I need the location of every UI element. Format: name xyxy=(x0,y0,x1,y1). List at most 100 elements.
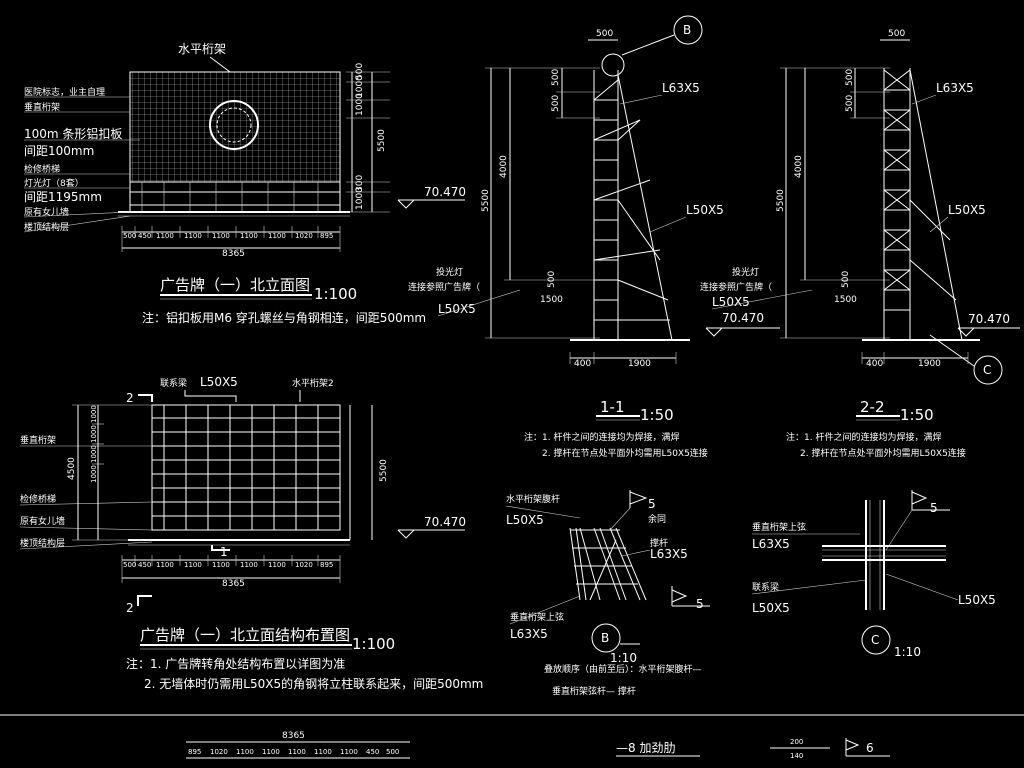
elevation-level: 70.470 xyxy=(424,185,466,199)
s1-callout-label: B xyxy=(683,23,691,37)
plan-label-ladder: 检修桥梯 xyxy=(20,493,56,505)
db-members xyxy=(569,527,647,601)
db-label-3: 余同 xyxy=(648,513,666,525)
pbdim-0: 500 xyxy=(123,561,136,569)
sdim-2: 1100 xyxy=(236,748,254,756)
bdim-0: 500 xyxy=(123,232,136,240)
s1-scale: 1:50 xyxy=(640,406,674,424)
s2-dims: 500 500 4000 5500 500 1500 xyxy=(776,69,857,305)
sdim-0: 895 xyxy=(188,748,201,756)
dim-500: 500 xyxy=(355,63,365,80)
strip-dim-140: 140 xyxy=(790,752,803,760)
db-label-1: L50X5 xyxy=(506,513,544,527)
bdim-6: 1100 xyxy=(268,232,286,240)
sdim-8: 500 xyxy=(386,748,399,756)
elevation-note: 注：铝扣板用M6 穿孔螺丝与角钢相连，间距500mm xyxy=(142,310,426,325)
db-label-6: 垂直桁架上弦 xyxy=(510,611,564,623)
bdim-5: 1100 xyxy=(240,232,258,240)
plan-grid xyxy=(152,405,340,530)
s2-dim-1: 500 xyxy=(845,95,855,112)
s1-dim-3: 5500 xyxy=(481,189,491,212)
plan-right-dim: 5500 xyxy=(379,459,389,482)
structure-layout-drawing: 联系梁 L50X5 水平桁架2 2 1 2 垂直桁架 检修桥梯 原有女儿 xyxy=(19,375,483,691)
s2-bdim-1: 1900 xyxy=(918,359,941,369)
elevation-title: 广告牌（一）北立面图 xyxy=(160,276,310,294)
aluminium-panel xyxy=(129,71,341,183)
sdim-1: 1020 xyxy=(210,748,228,756)
plan-note-1: 注：1. 广告牌转角处结构布置以详图为准 xyxy=(126,656,345,671)
plan-ldim-1: 1000 xyxy=(90,425,98,443)
sdim-7: 450 xyxy=(366,748,379,756)
dc-label-0: 垂直桁架上弦 xyxy=(752,521,806,533)
section-2-2-drawing: 500 500 500 4000 5500 500 1500 xyxy=(700,29,1020,459)
strip-total: 8365 xyxy=(282,731,305,741)
section-mark-2-top: 2 xyxy=(126,391,134,405)
north-elevation-drawing: 水平桁架 医院标志，业主自理 垂直桁架 100m 条形铝扣板 间距100mm 检… xyxy=(23,42,466,325)
s2-label-connect: 连接参照广告牌（ xyxy=(700,281,772,293)
db-label-0: 水平桁架腹杆 xyxy=(506,493,560,505)
db-scale: 1:10 xyxy=(610,651,637,665)
elevation-bottom-dims: 500 450 1100 1100 1100 1100 1100 1020 89… xyxy=(123,232,333,240)
bdim-2: 1100 xyxy=(156,232,174,240)
s2-label-base: L50X5 xyxy=(712,295,750,309)
s2-callout-label: C xyxy=(983,363,991,377)
elevation-right-dims: 500 1000 1000 5500 300 1000 xyxy=(355,63,387,210)
s1-dim-4: 500 xyxy=(547,271,557,288)
dc-members xyxy=(822,500,946,610)
strip-dims: 895 1020 1100 1100 1100 1100 1100 450 50… xyxy=(188,748,399,756)
s2-dim-3: 5500 xyxy=(776,189,786,212)
strip-dim-200: 200 xyxy=(790,738,803,746)
pbdim-7: 1020 xyxy=(295,561,313,569)
sdim-6: 1100 xyxy=(340,748,358,756)
dc-label-4: L50X5 xyxy=(752,601,790,615)
s1-label-l63: L63X5 xyxy=(662,81,700,95)
bdim-4: 1100 xyxy=(212,232,230,240)
strip-rib: —8 加劲肋 xyxy=(616,740,675,755)
db-note-2: 垂直桁架弦杆— 撑杆 xyxy=(552,685,636,697)
plan-level: 70.470 xyxy=(424,515,466,529)
plan-total-dim: 8365 xyxy=(222,579,245,589)
section-mark-1-bottom: 1 xyxy=(220,545,228,559)
detail-c-drawing: 垂直桁架上弦 L63X5 5 联系梁 L50X5 L50X5 C 1:10 xyxy=(751,490,996,659)
pbdim-1: 450 xyxy=(138,561,151,569)
s2-level: 70.470 xyxy=(968,312,1010,326)
plan-note-2: 2. 无墙体时仍需用L50X5的角钢将立柱联系起来，间距500mm xyxy=(144,676,483,691)
s2-truss xyxy=(883,68,963,341)
s2-label-l63: L63X5 xyxy=(936,81,974,95)
bottom-strip: 8365 895 1020 1100 1100 1100 1100 1100 4… xyxy=(0,714,1024,760)
s2-bdim-0: 400 xyxy=(866,359,883,369)
section-1-1-drawing: 500 B 500 500 4000 5500 500 1500 xyxy=(408,15,780,459)
plan-left-dim: 4500 xyxy=(67,457,77,480)
label-hospital-sign: 医院标志，业主自理 xyxy=(24,86,105,98)
plan-label-truss2: 水平桁架2 xyxy=(292,377,334,389)
plan-left-labels: 垂直桁架 检修桥梯 原有女儿墙 楼顶结构层 xyxy=(20,434,65,549)
label-maintenance-ladder: 检修桥梯 xyxy=(24,163,60,175)
dim-1000-a: 1000 xyxy=(355,75,365,98)
dc-label-5: L50X5 xyxy=(958,593,996,607)
sdim-4: 1100 xyxy=(288,748,306,756)
plan-ldim-2: 1000 xyxy=(90,445,98,463)
label-spacing-100: 间距100mm xyxy=(24,144,94,158)
pbdim-8: 895 xyxy=(320,561,333,569)
db-callout-label: B xyxy=(601,631,609,645)
elevation-left-labels: 医院标志，业主自理 垂直桁架 100m 条形铝扣板 间距100mm 检修桥梯 灯… xyxy=(24,86,122,233)
section-mark-2-bottom: 2 xyxy=(126,601,134,615)
dc-callout-label: C xyxy=(871,633,879,647)
db-label-4: 撑杆 xyxy=(650,537,668,549)
s2-callout-circle xyxy=(973,355,1003,385)
s1-callout-circle xyxy=(673,15,703,45)
elevation-top-label: 水平桁架 xyxy=(178,42,226,56)
s1-truss xyxy=(593,70,673,341)
elevation-total-dim: 8365 xyxy=(222,249,245,259)
pbdim-4: 1100 xyxy=(212,561,230,569)
label-vertical-truss: 垂直桁架 xyxy=(24,101,60,113)
s2-scale: 1:50 xyxy=(900,406,934,424)
s1-dims: 500 500 4000 5500 500 1500 xyxy=(481,69,563,305)
db-callout-circle xyxy=(591,623,621,653)
plan-ldim-3: 1000 xyxy=(90,465,98,483)
s2-dim-2: 4000 xyxy=(794,155,804,178)
plan-label-l50: L50X5 xyxy=(200,375,238,389)
s1-bdim-0: 400 xyxy=(574,359,591,369)
plan-title: 广告牌（一）北立面结构布置图 xyxy=(140,626,350,644)
